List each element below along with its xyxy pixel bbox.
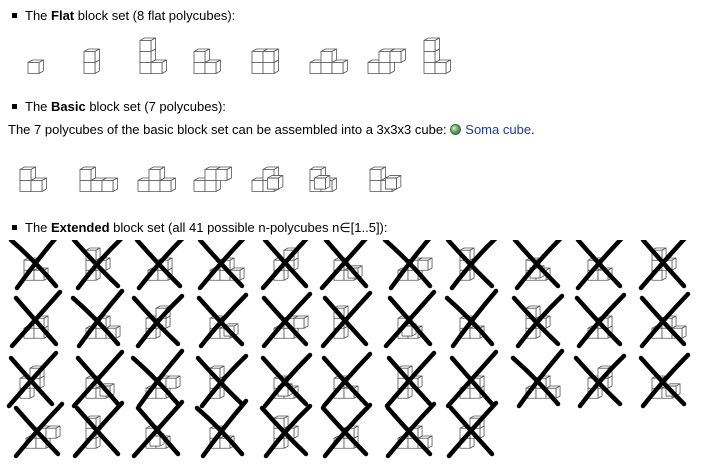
- cross-out-mark: [573, 353, 627, 409]
- cross-out-mark: [131, 399, 185, 459]
- cross-out-mark: [261, 291, 313, 349]
- cross-out-mark: [134, 240, 185, 291]
- cross-out-mark: [385, 401, 437, 459]
- cross-out-mark: [575, 240, 624, 291]
- flat-T-tetracube-polycube: [309, 48, 348, 74]
- cross-out-mark: [512, 240, 563, 291]
- cross-out-mark: [319, 240, 369, 291]
- cross-out-mark: [260, 352, 313, 409]
- bullet-icon: [12, 13, 17, 19]
- cross-out-mark: [382, 240, 433, 291]
- basic-bullet: The Basic block set (7 polycubes):: [8, 99, 226, 114]
- basic-bullet-post: block set (7 polycubes):: [85, 99, 226, 114]
- cross-out-mark: [131, 293, 185, 349]
- cross-out-mark: [638, 240, 687, 291]
- cross-out-mark: [195, 353, 249, 409]
- cross-out-mark: [9, 289, 63, 349]
- flat-square-tetracube-polycube: [251, 48, 279, 74]
- extended-bullet-bold: Extended: [51, 220, 110, 235]
- flat-bullet-bold: Flat: [51, 8, 75, 23]
- extended-bullet-pre: The: [25, 220, 52, 235]
- cross-out-mark: [321, 351, 373, 409]
- cross-out-mark: [71, 349, 125, 409]
- cross-out-mark: [444, 288, 499, 349]
- cross-out-mark: [638, 352, 691, 409]
- basic-L-polycube: [79, 166, 118, 192]
- cross-out-mark: [13, 401, 65, 459]
- basic-description-period: .: [531, 122, 535, 137]
- basic-T-polycube: [137, 166, 176, 192]
- basic-A-polycube: [251, 166, 284, 192]
- extended-bullet: The Extended block set (all 41 possible …: [8, 220, 388, 236]
- cross-out-mark: [197, 240, 246, 291]
- cross-out-mark: [8, 240, 59, 291]
- cross-out-mark: [194, 398, 249, 459]
- basic-bullet-pre: The: [25, 99, 52, 114]
- extended-bullet-post: block set (all 41 possible n-polycubes n…: [109, 220, 388, 235]
- flat-S-tetracube-polycube: [367, 48, 406, 74]
- cross-out-mark: [639, 291, 691, 349]
- flat-dicube-polycube: [83, 48, 100, 74]
- globe-icon[interactable]: [450, 124, 462, 135]
- flat-bullet: The Flat block set (8 flat polycubes):: [8, 8, 235, 23]
- cross-out-mark: [320, 402, 373, 459]
- soma-cube-link[interactable]: Soma cube: [465, 122, 532, 137]
- cross-out-mark: [320, 290, 373, 349]
- cross-out-mark: [6, 350, 59, 409]
- cross-out-mark: [383, 289, 437, 349]
- cross-out-mark: [72, 400, 125, 459]
- cross-out-mark: [510, 348, 565, 409]
- cross-out-mark: [446, 400, 499, 459]
- basic-V-polycube: [19, 166, 47, 192]
- cross-out-mark: [259, 403, 313, 459]
- flat-polycube-row: [27, 37, 451, 74]
- cross-out-mark: [445, 240, 498, 291]
- basic-Z-polycube: [193, 166, 232, 192]
- cross-out-mark: [574, 292, 627, 349]
- cross-out-mark: [130, 348, 185, 409]
- bullet-icon: [12, 104, 17, 110]
- cross-out-mark: [196, 292, 249, 349]
- flat-bullet-post: block set (8 flat polycubes):: [74, 8, 236, 23]
- cross-out-mark: [511, 293, 565, 349]
- extended-polycube-grid: [6, 240, 691, 459]
- basic-B-polycube: [309, 166, 337, 192]
- cross-out-mark: [384, 350, 437, 409]
- basic-P-polycube: [369, 166, 402, 192]
- basic-description: The 7 polycubes of the basic block set c…: [8, 122, 535, 137]
- cross-out-mark: [260, 240, 309, 291]
- flat-L-tricube-polycube: [139, 37, 167, 74]
- basic-bullet-bold: Basic: [51, 99, 86, 114]
- basic-polycube-row: [19, 166, 402, 192]
- flat-L-tetracube-polycube: [193, 48, 221, 74]
- cross-out-mark: [71, 240, 124, 291]
- flat-bullet-pre: The: [25, 8, 52, 23]
- flat-monocube-polycube: [27, 59, 44, 74]
- cross-out-mark: [70, 288, 125, 349]
- basic-description-text: The 7 polycubes of the basic block set c…: [8, 122, 451, 137]
- cross-out-mark: [445, 349, 499, 409]
- bullet-icon: [12, 225, 17, 231]
- extended-7-polycube: [397, 257, 433, 281]
- flat-L-tetracube-2-polycube: [423, 37, 451, 74]
- extended-32-polycube: [587, 365, 613, 399]
